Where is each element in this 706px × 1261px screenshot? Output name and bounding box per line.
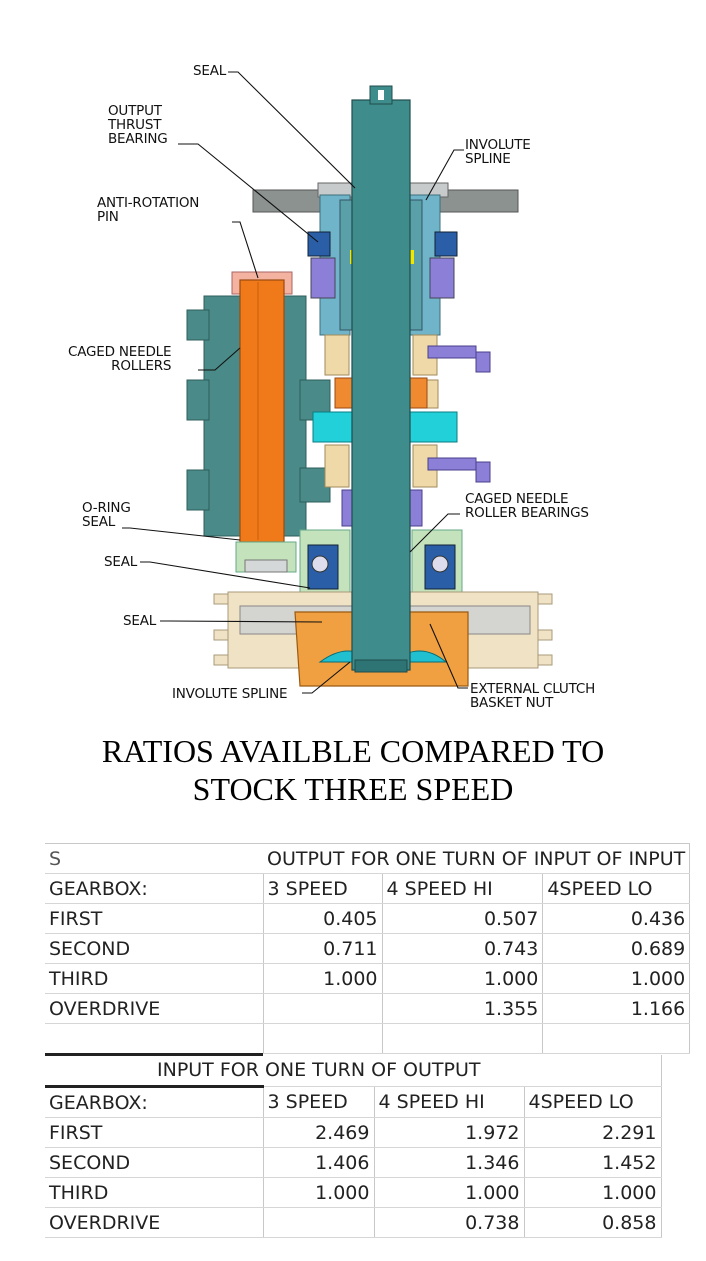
callout-caged-needle-roller-bearings: CAGED NEEDLE ROLLER BEARINGS <box>465 491 589 521</box>
row-label: FIRST <box>45 1117 264 1148</box>
table-row: THIRD 1.000 1.000 1.000 <box>45 1177 662 1208</box>
output-table-title: OUTPUT FOR ONE TURN OF INPUT OF INPUT <box>263 843 691 874</box>
anti-rotation-pin-shape <box>239 279 285 543</box>
row-label: SECOND <box>45 1147 264 1178</box>
table-row: SECOND 1.406 1.346 1.452 <box>45 1147 662 1178</box>
heading-line-2: STOCK THREE SPEED <box>192 771 514 807</box>
callout-o-ring-seal: O-RING SEAL <box>82 500 131 530</box>
left-housing <box>186 295 331 537</box>
ratio-cell: 1.972 <box>374 1117 525 1148</box>
header-cell: GEARBOX: <box>45 873 264 904</box>
callout-seal-top: SEAL <box>193 63 227 79</box>
header-cell: 4SPEED LO <box>542 873 691 904</box>
table-row: THIRD 1.000 1.000 1.000 <box>45 963 691 994</box>
callout-seal-low: SEAL <box>123 613 157 629</box>
ratio-cell: 2.291 <box>524 1117 662 1148</box>
ratio-cell: 1.000 <box>542 963 691 994</box>
table-row: FIRST 0.405 0.507 0.436 <box>45 903 691 934</box>
ratio-cell: 1.166 <box>542 993 691 1024</box>
row-label: THIRD <box>45 1177 264 1208</box>
ratio-cell: 0.507 <box>382 903 544 934</box>
header-cell: 3 SPEED <box>263 873 383 904</box>
row-label: OVERDRIVE <box>45 993 264 1024</box>
row-label: SECOND <box>45 933 264 964</box>
ratio-cell: 0.405 <box>263 903 383 934</box>
ratio-cell: 1.000 <box>382 963 544 994</box>
header-cell: 4SPEED LO <box>524 1086 662 1118</box>
table-row: FIRST 2.469 1.972 2.291 <box>45 1117 662 1148</box>
transmission-cross-section-diagram <box>122 71 553 694</box>
leader-lines <box>122 71 468 694</box>
roller-bearings <box>307 544 456 590</box>
ratio-cell: 1.355 <box>382 993 544 1024</box>
ratio-cell: 1.000 <box>374 1177 525 1208</box>
table-row: OVERDRIVE 0.738 0.858 <box>45 1207 662 1238</box>
table-row: OVERDRIVE 1.355 1.166 <box>45 993 691 1024</box>
input-ratio-table: INPUT FOR ONE TURN OF OUTPUT GEARBOX: 3 … <box>45 1053 662 1238</box>
ratio-cell: 0.738 <box>374 1207 525 1238</box>
table-title-row: INPUT FOR ONE TURN OF OUTPUT <box>45 1053 661 1087</box>
ratio-cell: 1.406 <box>263 1147 375 1178</box>
callout-output-thrust-bearing: OUTPUT THRUST BEARING <box>108 103 168 147</box>
ratio-cell: 0.711 <box>263 933 383 964</box>
table-header-row: GEARBOX: 3 SPEED 4 SPEED HI 4SPEED LO <box>45 1085 662 1118</box>
table-header-row: GEARBOX: 3 SPEED 4 SPEED HI 4SPEED LO <box>45 873 691 904</box>
table-title-row: S OUTPUT FOR ONE TURN OF INPUT OF INPUT <box>45 843 691 874</box>
ratio-cell <box>263 993 383 1024</box>
header-cell: GEARBOX: <box>45 1085 264 1118</box>
row-label: THIRD <box>45 963 264 994</box>
ratio-cell: 0.436 <box>542 903 691 934</box>
cyan-synchro <box>312 411 354 443</box>
header-cell: 4 SPEED HI <box>374 1086 525 1118</box>
heading-line-1: RATIOS AVAILBLE COMPARED TO <box>101 733 605 769</box>
ratio-cell: 2.469 <box>263 1117 375 1148</box>
ratio-cell: 0.858 <box>524 1207 662 1238</box>
row-label: OVERDRIVE <box>45 1207 264 1238</box>
callout-external-clutch-basket-nut: EXTERNAL CLUTCH BASKET NUT <box>470 681 596 711</box>
header-cell: 3 SPEED <box>263 1086 375 1118</box>
table-spacer-row <box>45 1023 691 1054</box>
callout-involute-spline-bottom: INVOLUTE SPLINE <box>172 686 288 702</box>
ratio-cell: 1.346 <box>374 1147 525 1178</box>
central-shaft <box>351 99 411 671</box>
callout-involute-spline-top: INVOLUTE SPLINE <box>465 137 531 167</box>
ratio-cell: 0.689 <box>542 933 691 964</box>
callout-seal-mid: SEAL <box>104 554 138 570</box>
callout-caged-needle-rollers: CAGED NEEDLE ROLLERS <box>68 344 172 374</box>
table-corner-mark: S <box>45 843 263 874</box>
ratio-cell: 1.000 <box>263 1177 375 1208</box>
ratio-cell: 1.452 <box>524 1147 662 1178</box>
ratio-cell: 0.743 <box>382 933 544 964</box>
output-ratio-table: S OUTPUT FOR ONE TURN OF INPUT OF INPUT … <box>45 843 691 1054</box>
header-cell: 4 SPEED HI <box>382 873 544 904</box>
ratio-cell: 1.000 <box>263 963 383 994</box>
ratio-cell <box>263 1207 375 1238</box>
table-row: SECOND 0.711 0.743 0.689 <box>45 933 691 964</box>
input-table-title: INPUT FOR ONE TURN OF OUTPUT <box>153 1054 552 1087</box>
ratio-cell: 1.000 <box>524 1177 662 1208</box>
row-label: FIRST <box>45 903 264 934</box>
callout-anti-rotation-pin: ANTI-ROTATION PIN <box>97 195 200 225</box>
